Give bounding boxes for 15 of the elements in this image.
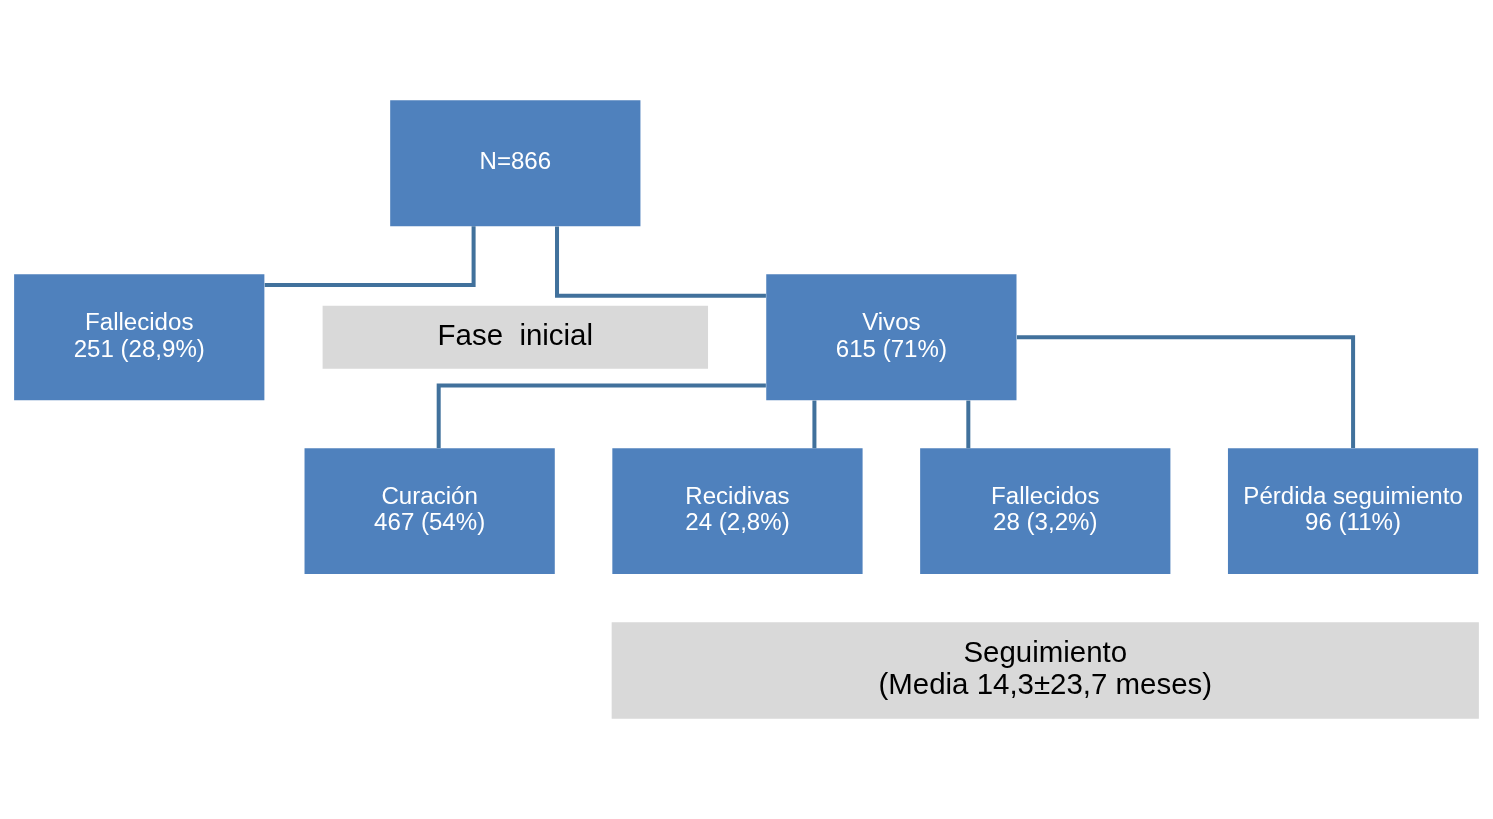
connector: [966, 400, 971, 449]
connector: [812, 400, 817, 449]
node-box: Vivos 615 (71%): [766, 274, 1017, 401]
node-box: Seguimiento (Media 14,3±23,7 meses): [611, 622, 1479, 719]
connector: [1016, 335, 1356, 448]
node-box: Recidivas 24 (2,8%): [612, 448, 863, 575]
node-box: N=866: [390, 100, 641, 227]
node-box: Fallecidos 251 (28,9%): [14, 274, 265, 401]
connector: [436, 383, 766, 448]
node-box: Curación 467 (54%): [304, 448, 555, 575]
node-box: Fallecidos 28 (3,2%): [920, 448, 1171, 575]
node-box: Pérdida seguimiento 96 (11%): [1227, 448, 1479, 575]
connector: [555, 226, 766, 298]
connector: [264, 226, 476, 288]
node-box: Fase inicial: [322, 305, 708, 369]
